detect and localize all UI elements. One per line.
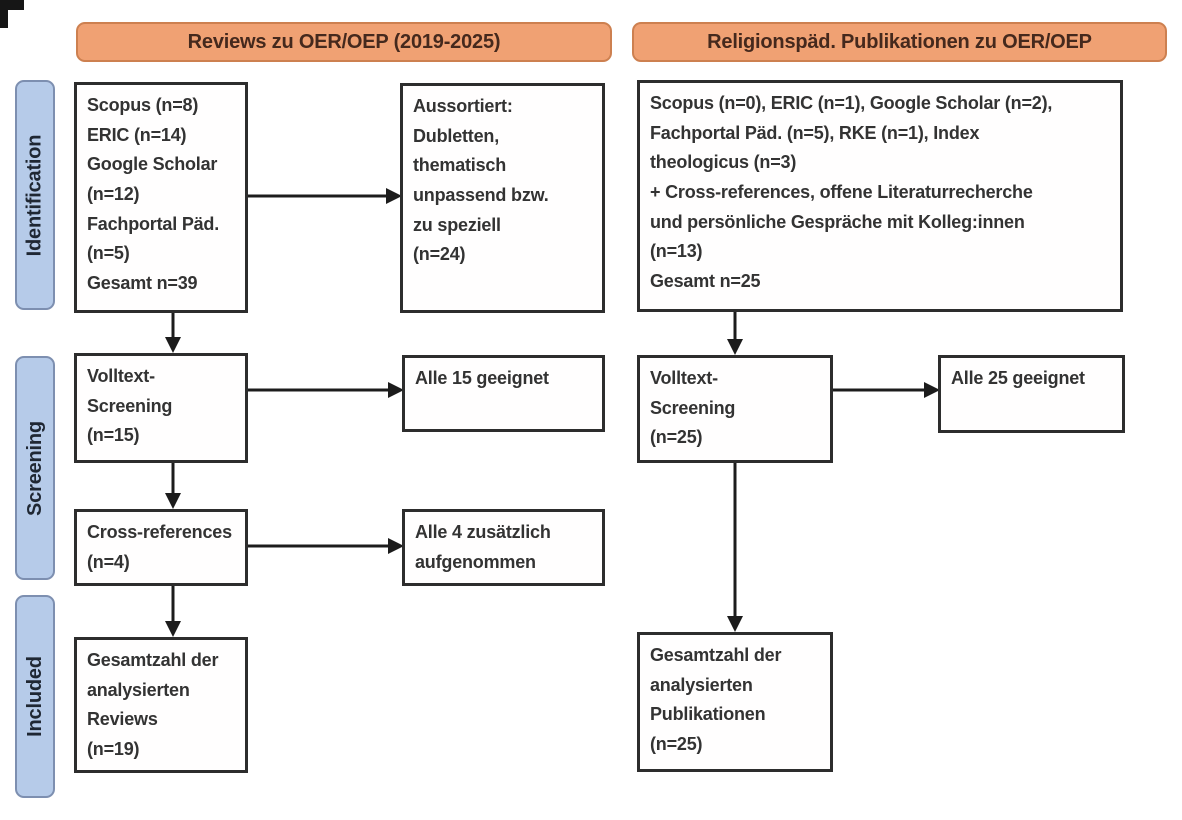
box-relpaed-included: Gesamtzahl der analysierten Publikatione… (637, 632, 833, 772)
box-relpaed-identification: Scopus (n=0), ERIC (n=1), Google Scholar… (637, 80, 1123, 312)
arrow-reviews-identification-to-fulltext (165, 313, 181, 353)
header-relpaed: Religionspäd. Publikationen zu OER/OEP (632, 22, 1167, 62)
box-relpaed-fulltext-screening: Volltext- Screening (n=25) (637, 355, 833, 463)
arrow-crossref-to-included (165, 586, 181, 637)
box-reviews-fulltext-screening: Volltext- Screening (n=15) (74, 353, 248, 463)
arrow-relpaed-identification-to-fulltext (727, 312, 743, 355)
box-crossref: Cross-references (n=4) (74, 509, 248, 586)
header-relpaed-label: Religionspäd. Publikationen zu OER/OEP (707, 30, 1092, 53)
box-crossref-result: Alle 4 zusätzlich aufgenommen (402, 509, 605, 586)
arrow-reviews-identification-to-excluded (248, 188, 402, 204)
scan-artifact-vertical (0, 0, 8, 28)
arrow-crossref-to-result (248, 538, 404, 554)
stage-label-screening: Screening (15, 356, 55, 580)
box-relpaed-fulltext-result: Alle 25 geeignet (938, 355, 1125, 433)
stage-label-included: Included (15, 595, 55, 798)
box-reviews-included: Gesamtzahl der analysierten Reviews (n=1… (74, 637, 248, 773)
header-reviews-label: Reviews zu OER/OEP (2019-2025) (187, 30, 501, 53)
header-reviews: Reviews zu OER/OEP (2019-2025) (76, 22, 612, 62)
arrow-relpaed-fulltext-to-included (727, 463, 743, 632)
box-reviews-fulltext-result: Alle 15 geeignet (402, 355, 605, 432)
stage-label-identification: Identification (15, 80, 55, 310)
box-reviews-excluded: Aussortiert: Dubletten, thematisch unpas… (400, 83, 605, 313)
box-reviews-identification: Scopus (n=8) ERIC (n=14) Google Scholar … (74, 82, 248, 313)
scan-artifact-horizontal (0, 0, 24, 10)
arrow-reviews-fulltext-to-crossref (165, 463, 181, 509)
arrow-reviews-fulltext-to-result (248, 382, 404, 398)
arrow-relpaed-fulltext-to-result (833, 382, 940, 398)
